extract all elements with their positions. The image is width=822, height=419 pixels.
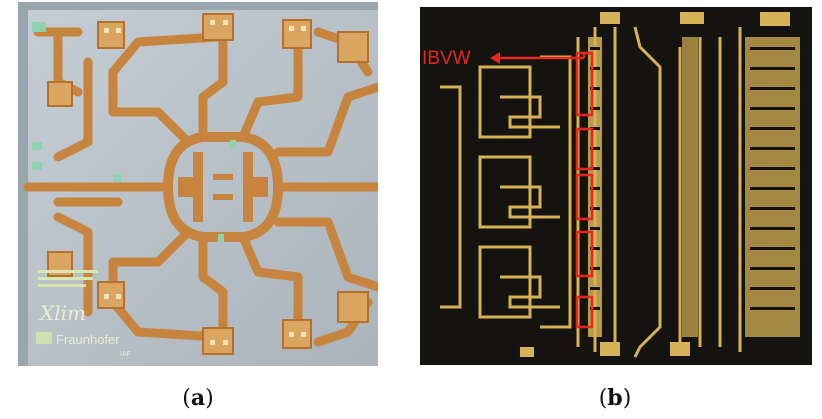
ibvw-box xyxy=(575,173,594,221)
fraunhofer-logo: Fraunhofer xyxy=(56,332,120,347)
ibvw-label: IBVW xyxy=(422,48,471,69)
ibvw-annotation: IBVW xyxy=(422,48,594,329)
metal-traces xyxy=(440,26,742,358)
ibvw-box xyxy=(575,230,594,278)
caption-b: (b) xyxy=(598,385,632,411)
ibvw-box xyxy=(575,127,594,171)
xlim-logo: Xlim xyxy=(38,301,86,325)
caption-a: (a) xyxy=(182,385,214,411)
bond-pads xyxy=(47,13,369,355)
ibvw-box xyxy=(575,295,594,329)
ibvw-arrow-head xyxy=(490,52,500,64)
chip-photo-a: Xlim Fraunhofer IAF xyxy=(18,2,378,366)
iaf-logo: IAF xyxy=(120,351,131,358)
chip-photo-b: IBVW xyxy=(420,7,812,365)
